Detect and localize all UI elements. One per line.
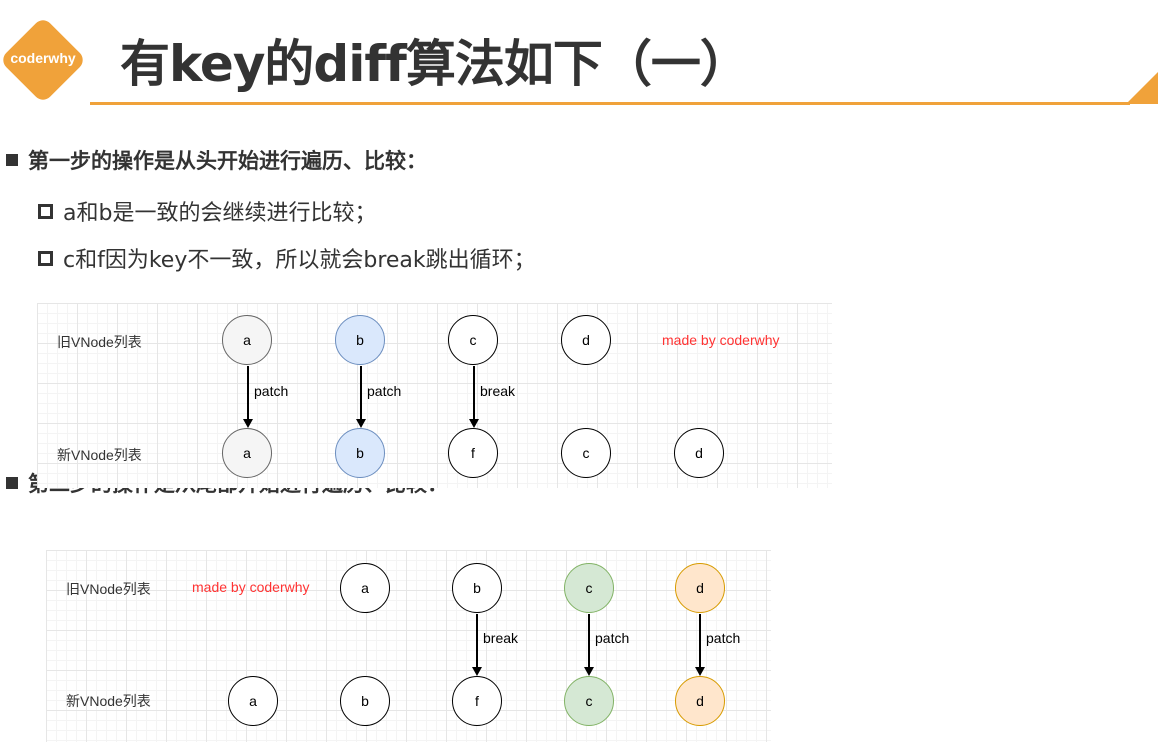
old-vnode-list-label: 旧VNode列表 <box>66 581 151 597</box>
diagram-tail-compare: 旧VNode列表 新VNode列表 made by coderwhy a b c… <box>46 550 771 742</box>
old-node-b: b <box>452 563 502 613</box>
new-node-f: f <box>448 428 498 478</box>
new-node-f: f <box>452 676 502 726</box>
patch-arrow <box>696 614 704 676</box>
patch-arrow <box>585 614 593 676</box>
break-arrow <box>473 614 481 676</box>
old-vnode-list-label: 旧VNode列表 <box>57 334 142 350</box>
bullet-step1: 第一步的操作是从头开始进行遍历、比较： <box>6 145 427 175</box>
bullet-sub2: c和f因为key不一致，所以就会break跳出循环； <box>38 242 536 274</box>
bullet-sub2-text: c和f因为key不一致，所以就会break跳出循环； <box>63 248 536 273</box>
new-node-a: a <box>222 428 272 478</box>
new-node-d: d <box>675 676 725 726</box>
arrow-label-patch: patch <box>595 630 630 646</box>
old-node-a: a <box>222 315 272 365</box>
page-title: 有key的diff算法如下（一） <box>120 35 750 93</box>
diagram-head-compare: 旧VNode列表 新VNode列表 made by coderwhy a b c… <box>37 303 832 488</box>
bullet-sub1-text: a和b是一致的会继续进行比较； <box>63 201 377 226</box>
patch-arrow <box>244 366 252 428</box>
new-vnode-list-label: 新VNode列表 <box>57 447 142 463</box>
old-node-a: a <box>340 563 390 613</box>
filled-square-bullet-icon <box>6 154 18 166</box>
hollow-square-bullet-icon <box>38 204 53 219</box>
logo-text: coderwhy <box>10 50 76 66</box>
new-node-b: b <box>335 428 385 478</box>
old-node-c: c <box>564 563 614 613</box>
new-node-c: c <box>561 428 611 478</box>
arrow-label-break: break <box>483 630 519 646</box>
new-node-d: d <box>674 428 724 478</box>
hollow-square-bullet-icon <box>38 251 53 266</box>
filled-square-bullet-icon <box>6 477 18 489</box>
watermark-text: made by coderwhy <box>192 579 310 595</box>
title-underline <box>90 102 1130 105</box>
old-node-d: d <box>561 315 611 365</box>
arrow-label-patch: patch <box>706 630 741 646</box>
old-node-d: d <box>675 563 725 613</box>
new-vnode-list-label: 新VNode列表 <box>66 693 151 709</box>
patch-arrow <box>357 366 365 428</box>
arrow-label-break: break <box>480 383 516 399</box>
bullet-step1-text: 第一步的操作是从头开始进行遍历、比较： <box>28 149 427 173</box>
arrow-label-patch: patch <box>367 383 402 399</box>
watermark-text: made by coderwhy <box>662 332 780 348</box>
coderwhy-logo: coderwhy <box>0 16 87 104</box>
new-node-b: b <box>340 676 390 726</box>
break-arrow <box>470 366 478 428</box>
new-node-c: c <box>564 676 614 726</box>
old-node-c: c <box>448 315 498 365</box>
bullet-sub1: a和b是一致的会继续进行比较； <box>38 195 376 227</box>
arrow-label-patch: patch <box>254 383 289 399</box>
new-node-a: a <box>228 676 278 726</box>
old-node-b: b <box>335 315 385 365</box>
corner-triangle-decoration <box>1126 72 1158 104</box>
